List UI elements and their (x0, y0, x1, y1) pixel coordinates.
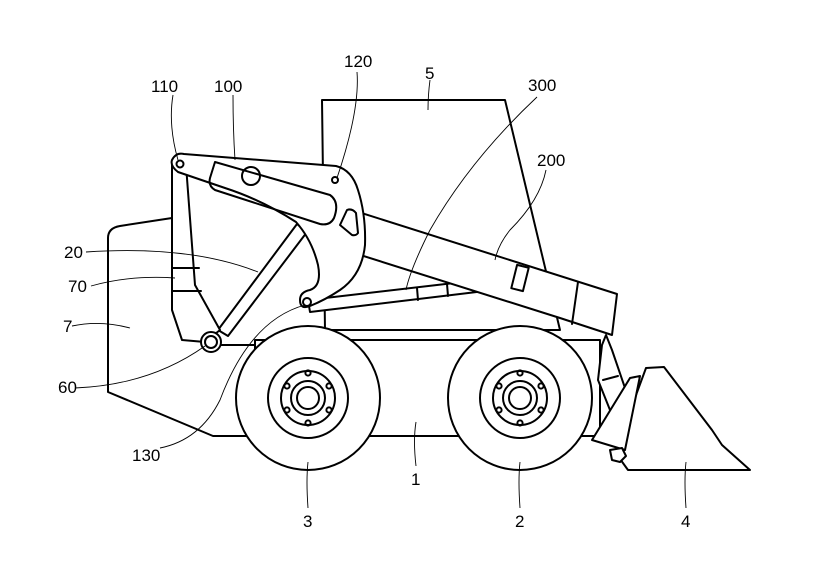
label-130: 130 (132, 446, 160, 465)
pivot-pin (200, 331, 222, 353)
label-5: 5 (425, 64, 434, 83)
bracket-pin-110 (175, 159, 185, 169)
label-120: 120 (344, 52, 372, 71)
label-7: 7 (63, 317, 72, 336)
label-70: 70 (68, 277, 87, 296)
rear-wheel (235, 325, 381, 471)
label-1: 1 (411, 470, 420, 489)
label-2: 2 (515, 512, 524, 531)
bracket-pin-130 (302, 297, 312, 307)
front-wheel (447, 325, 593, 471)
rear-arm (171, 164, 221, 343)
label-100: 100 (214, 77, 242, 96)
label-60: 60 (58, 378, 77, 397)
label-300: 300 (528, 76, 556, 95)
label-110: 110 (151, 77, 178, 96)
link (217, 223, 308, 337)
bracket-pin-120 (331, 176, 339, 184)
label-3: 3 (303, 512, 312, 531)
bucket (591, 366, 751, 471)
leader-lines (71, 71, 687, 509)
label-4: 4 (681, 512, 690, 531)
label-20: 20 (64, 243, 83, 262)
label-200: 200 (537, 151, 565, 170)
